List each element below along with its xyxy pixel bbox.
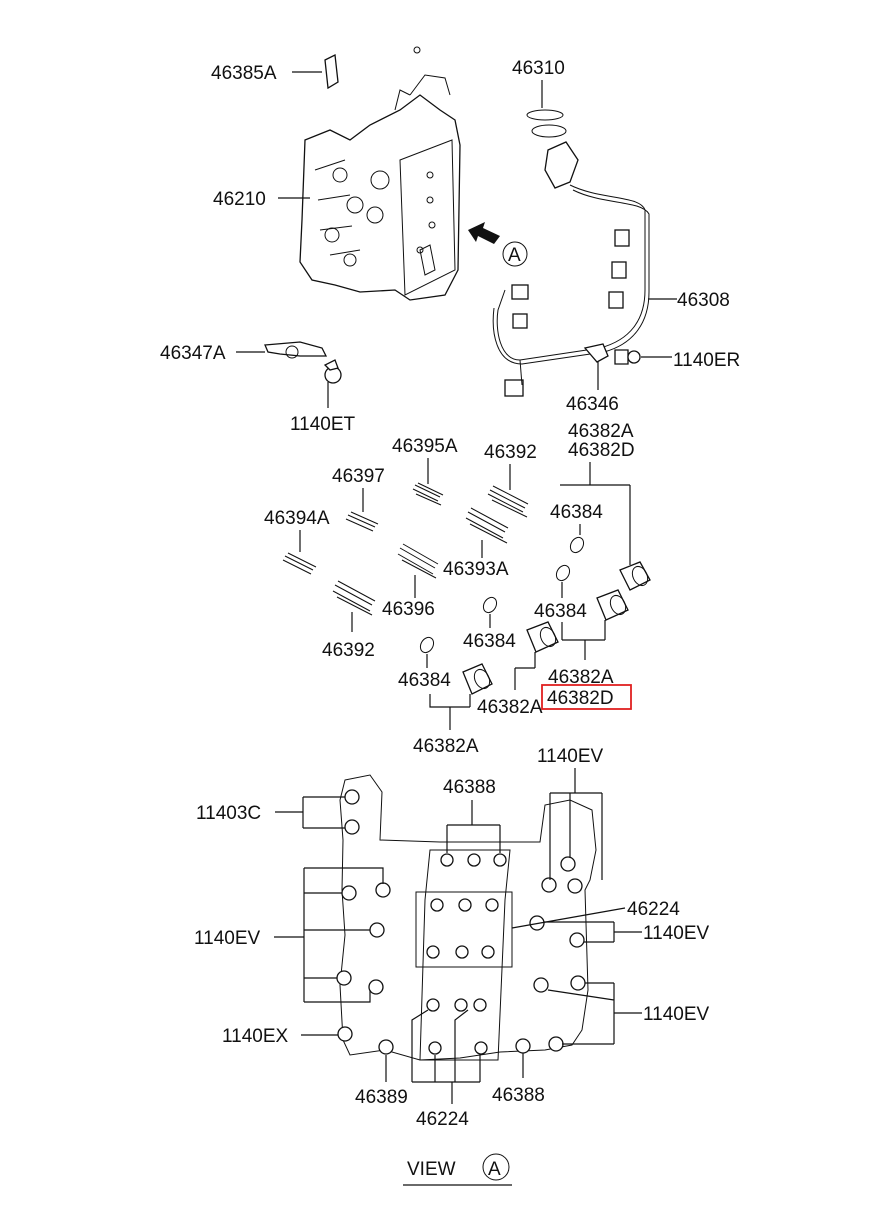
plug-46382-3[interactable]	[526, 621, 559, 653]
label-46392-top: 46392	[484, 442, 537, 463]
label-46382A-c: 46382A	[477, 697, 543, 718]
bolt-1140ER[interactable]	[614, 349, 641, 365]
label-46382D-mid[interactable]: 46382D	[547, 688, 614, 709]
label-46394A: 46394A	[264, 508, 330, 529]
svg-text:A: A	[508, 245, 521, 266]
spring-46395A[interactable]	[412, 482, 444, 506]
label-46310: 46310	[512, 58, 565, 79]
plug-46382-2[interactable]	[596, 589, 629, 621]
spring-46392-top[interactable]	[487, 485, 529, 518]
label-1140ER: 1140ER	[673, 350, 740, 371]
spring-46397[interactable]	[345, 511, 379, 532]
label-46382D-top: 46382D	[568, 440, 635, 461]
label-46384-d: 46384	[398, 670, 451, 691]
view-arrow-icon: A	[468, 222, 528, 267]
label-1140ET: 1140ET	[290, 414, 356, 435]
label-46384-b: 46384	[534, 601, 587, 622]
label-1140EV-right2: 1140EV	[643, 1004, 710, 1025]
label-46388-top: 46388	[443, 777, 496, 798]
valve-body-46210[interactable]	[299, 74, 461, 301]
part-46310[interactable]	[526, 109, 579, 189]
spring-46396[interactable]	[397, 543, 439, 579]
oring-46384-a[interactable]	[568, 535, 586, 555]
highlight-box	[541, 684, 632, 710]
spring-46394A[interactable]	[282, 552, 317, 575]
part-46385A[interactable]	[324, 54, 339, 90]
label-46382A-bot: 46382A	[413, 736, 479, 757]
label-1140EV-top: 1140EV	[537, 746, 604, 767]
label-46384-c: 46384	[463, 631, 516, 652]
label-1140EV-right1: 1140EV	[643, 923, 710, 944]
label-46385A: 46385A	[211, 63, 277, 84]
harness-46308[interactable]	[492, 184, 650, 397]
label-1140EX: 1140EX	[222, 1026, 289, 1047]
label-46393A: 46393A	[443, 559, 509, 580]
spring-46392-mid[interactable]	[332, 580, 376, 616]
label-46396: 46396	[382, 599, 435, 620]
label-11403C: 11403C	[196, 803, 261, 824]
label-46392-mid: 46392	[322, 640, 375, 661]
oring-46384-d[interactable]	[418, 635, 436, 655]
part-46346[interactable]	[583, 343, 609, 363]
spring-46393A[interactable]	[465, 507, 509, 544]
hex-bolts-46224	[426, 853, 507, 1055]
label-46347A: 46347A	[160, 343, 226, 364]
oring-46384-c[interactable]	[481, 595, 499, 615]
view-caption: VIEW A	[403, 1153, 512, 1186]
svg-text:A: A	[488, 1159, 501, 1180]
label-1140EV-left: 1140EV	[194, 928, 261, 949]
label-46224-bottom: 46224	[416, 1109, 469, 1130]
label-46389: 46389	[355, 1087, 408, 1108]
label-46397: 46397	[332, 466, 385, 487]
label-46224-right: 46224	[627, 899, 680, 920]
label-46346: 46346	[566, 394, 619, 415]
part-46347A[interactable]	[264, 341, 328, 359]
label-46382A-mid: 46382A	[548, 667, 614, 688]
label-46395A: 46395A	[392, 436, 458, 457]
plug-46382-1[interactable]	[619, 561, 651, 591]
label-46308: 46308	[677, 290, 730, 311]
svg-text:VIEW: VIEW	[407, 1159, 456, 1180]
label-46388-bottom: 46388	[492, 1085, 545, 1106]
label-46210: 46210	[213, 189, 266, 210]
plug-46382-4[interactable]	[462, 663, 493, 695]
separator-plate[interactable]	[339, 774, 597, 1061]
bolt-1140ET[interactable]	[323, 359, 342, 384]
small-pin	[413, 46, 421, 54]
label-46384-a: 46384	[550, 502, 603, 523]
label-46382A-top: 46382A	[568, 421, 634, 442]
oring-46384-b[interactable]	[554, 563, 572, 583]
